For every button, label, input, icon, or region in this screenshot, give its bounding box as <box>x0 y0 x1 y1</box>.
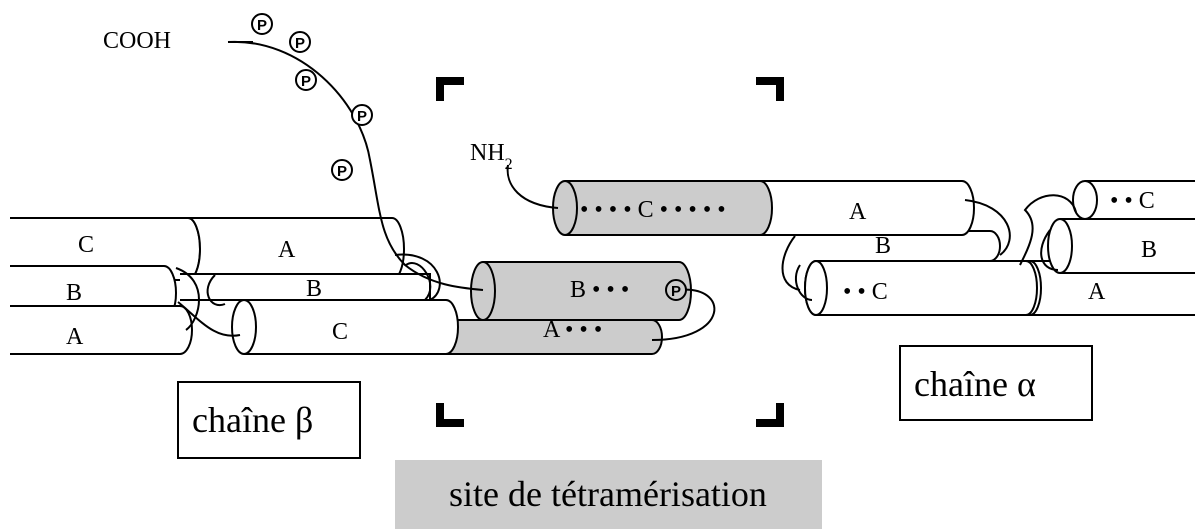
svg-text:chaîne β: chaîne β <box>192 400 313 440</box>
alpha-chain-helices: NH2 <box>470 140 1195 316</box>
alpha-label-a2: A <box>1088 279 1106 305</box>
alpha-label-c2: • • C <box>843 279 888 305</box>
beta-c-terminal-tail: COOH <box>103 28 484 291</box>
phosphate-sites: P P P P P P <box>251 13 687 301</box>
svg-text:P: P <box>257 17 267 34</box>
phosphate-5: P <box>331 159 353 181</box>
phosphate-6: P <box>665 279 687 301</box>
beta-chain-helices <box>10 217 716 355</box>
alpha-helix-b1 <box>775 230 1001 262</box>
svg-text:P: P <box>337 163 347 180</box>
beta-helix-a1 <box>187 217 405 281</box>
cooh-label: COOH <box>103 28 171 54</box>
svg-text:P: P <box>357 108 367 125</box>
phosphate-1: P <box>251 13 273 35</box>
phosphate-4: P <box>351 104 373 126</box>
alpha-label-c-long: • • • • C • • • • • <box>580 197 726 223</box>
alpha-helix-labels: • • • • C • • • • • A B • • C A • • C B <box>580 188 1157 305</box>
beta-label-a2: A <box>66 324 84 350</box>
phosphate-2: P <box>289 31 311 53</box>
beta-label-c2: C <box>332 319 348 345</box>
svg-text:P: P <box>301 73 311 90</box>
alpha-helix-b2 <box>1047 218 1195 274</box>
beta-label-b1: B <box>66 280 82 306</box>
alpha-label-b2: B <box>1141 237 1157 263</box>
alpha-label-b1: B <box>875 233 891 259</box>
alpha-label-c3: • • C <box>1110 188 1155 214</box>
beta-label-a1: A <box>278 237 296 263</box>
beta-loop <box>394 253 441 301</box>
alpha-label-a1: A <box>849 199 867 225</box>
nh2-label: NH2 <box>470 140 513 173</box>
beta-label-b2: B <box>306 276 322 302</box>
alpha-loop <box>964 199 1011 256</box>
beta-helix-a2 <box>10 305 193 355</box>
alpha-helix-a1 <box>759 180 975 236</box>
beta-label-b3: B • • • <box>570 277 629 303</box>
svg-text:chaîne α: chaîne α <box>914 364 1036 404</box>
alpha-chain-label: chaîne α <box>899 345 1093 421</box>
alpha-helix-c-long <box>552 180 773 236</box>
beta-label-a3: A • • • <box>543 317 602 343</box>
svg-text:P: P <box>671 283 681 300</box>
site-brackets <box>436 77 784 427</box>
alpha-helix-c2 <box>804 260 1038 316</box>
svg-text:P: P <box>295 35 305 52</box>
svg-text:site de tétramérisation: site de tétramérisation <box>449 474 767 514</box>
beta-helix-c2 <box>231 299 459 355</box>
beta-label-c1: C <box>78 232 94 258</box>
beta-helix-b2 <box>180 273 431 301</box>
beta-helix-b3 <box>470 261 692 321</box>
beta-helix-labels: C A B B A C B • • • A • • • <box>66 232 629 350</box>
beta-helix-a3 <box>445 319 663 355</box>
tetramerization-site-label: site de tétramérisation <box>395 460 822 529</box>
beta-chain-label: chaîne β <box>177 381 361 459</box>
phosphate-3: P <box>295 69 317 91</box>
